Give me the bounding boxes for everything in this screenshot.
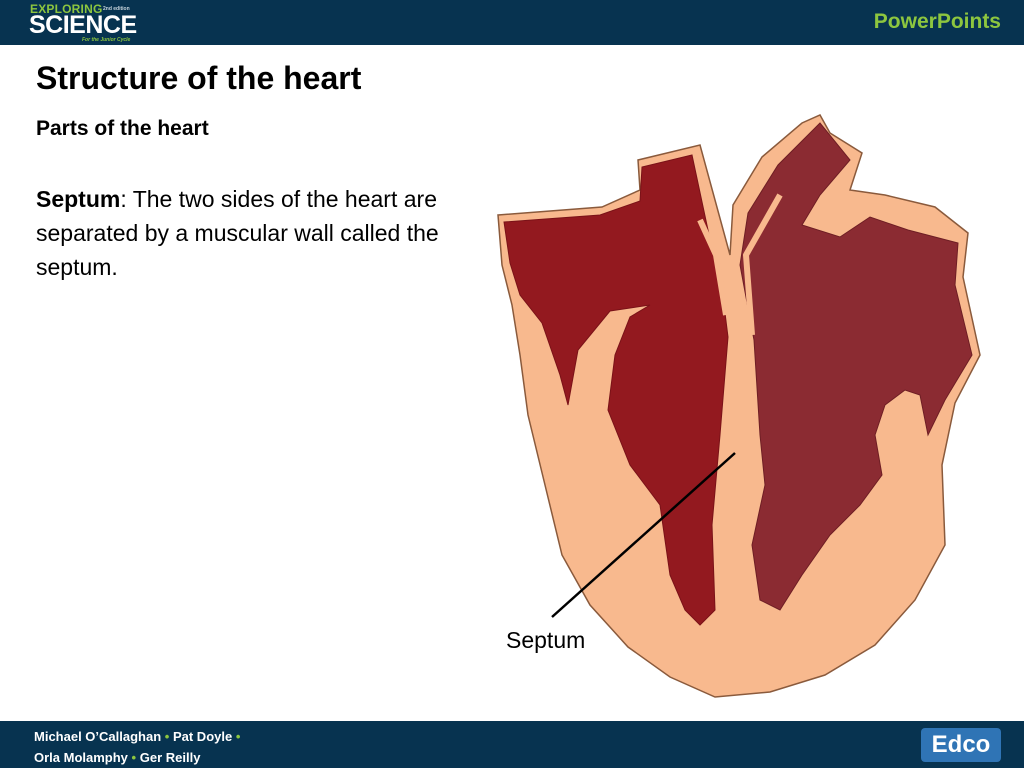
septum-pointer-line bbox=[551, 452, 736, 618]
logo-tagline: For the Junior Cycle bbox=[82, 37, 131, 43]
slide-subtitle: Parts of the heart bbox=[36, 117, 209, 140]
heart-left-chambers bbox=[503, 154, 729, 626]
bottom-bar: Michael O’Callaghan • Pat Doyle • Orla M… bbox=[0, 721, 1024, 768]
author-separator: • bbox=[235, 729, 241, 744]
definition-paragraph: Septum: The two sides of the heart are s… bbox=[36, 182, 446, 284]
authors-line2: Orla Molamphy • Ger Reilly bbox=[34, 747, 240, 768]
exploring-science-logo: EXPLORING 2nd edition SCIENCE For the Ju… bbox=[29, 2, 140, 44]
author-name: Pat Doyle bbox=[172, 729, 233, 744]
author-name: Michael O’Callaghan bbox=[34, 729, 162, 744]
slide-title: Structure of the heart bbox=[36, 60, 362, 96]
author-name: Orla Molamphy bbox=[34, 750, 128, 765]
author-name: Ger Reilly bbox=[139, 750, 201, 765]
logo-edition: 2nd edition bbox=[103, 6, 130, 12]
logo-line2: SCIENCE bbox=[29, 11, 137, 39]
septum-label: Septum bbox=[506, 627, 586, 653]
author-separator: • bbox=[164, 729, 170, 744]
authors-line1: Michael O’Callaghan • Pat Doyle • bbox=[34, 726, 240, 747]
heart-diagram bbox=[497, 114, 981, 698]
definition-term: Septum bbox=[36, 186, 121, 212]
author-separator: • bbox=[131, 750, 137, 765]
heart-outer-wall bbox=[497, 114, 981, 698]
top-bar: EXPLORING 2nd edition SCIENCE For the Ju… bbox=[0, 0, 1024, 45]
heart-vessel-lining bbox=[697, 193, 783, 336]
heart-right-chambers bbox=[739, 122, 973, 611]
series-title: PowerPoints bbox=[873, 10, 1001, 33]
definition-text: : The two sides of the heart are separat… bbox=[36, 186, 439, 280]
authors: Michael O’Callaghan • Pat Doyle • Orla M… bbox=[34, 726, 240, 768]
logo-line1: EXPLORING bbox=[30, 2, 103, 16]
edco-logo: Edco bbox=[921, 728, 1001, 762]
